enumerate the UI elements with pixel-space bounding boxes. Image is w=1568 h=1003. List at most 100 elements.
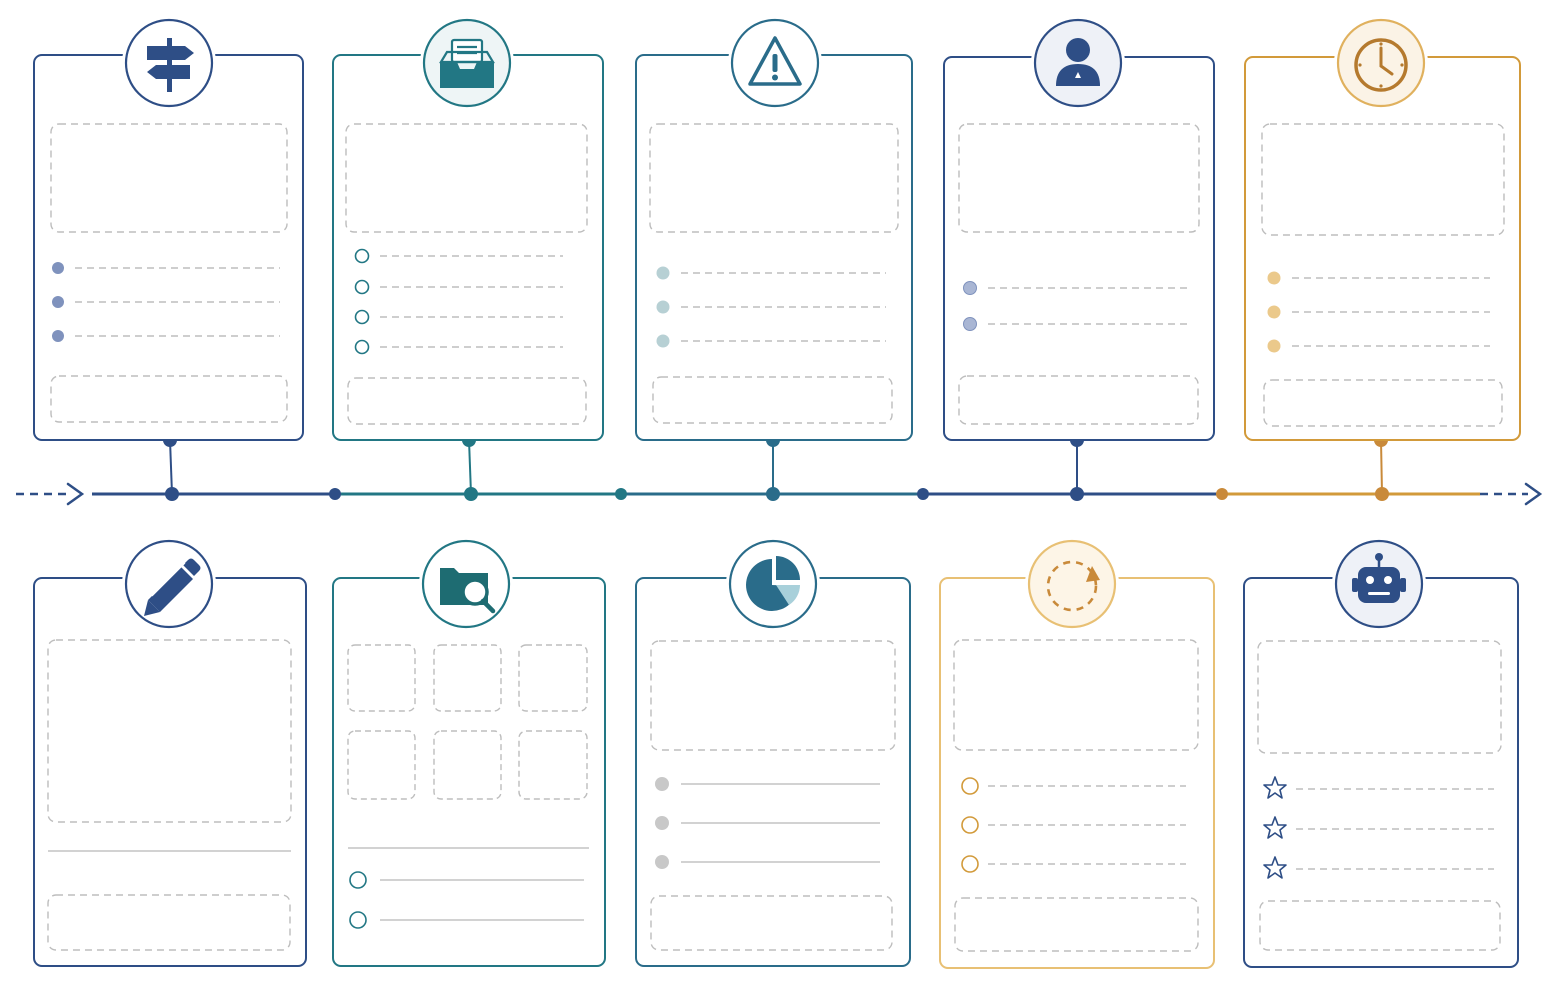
bullet-dot	[963, 317, 977, 331]
bullet-dot	[1267, 271, 1281, 285]
bullet-dot	[655, 855, 669, 869]
timeline-axis	[16, 482, 1543, 506]
bullet-dot	[656, 300, 670, 314]
timeline-start-arrow-icon	[66, 482, 85, 506]
placeholder-footer	[954, 897, 1199, 952]
bullet-circle	[961, 816, 979, 834]
placeholder-tile	[347, 730, 416, 800]
card-frame	[332, 577, 606, 967]
card-frame	[635, 577, 911, 967]
placeholder-box	[345, 123, 588, 233]
placeholder-footer	[347, 377, 587, 425]
placeholder-footer	[47, 894, 291, 951]
card-connectors	[163, 433, 1388, 495]
bullet-circle	[349, 911, 367, 929]
card-robot	[1243, 537, 1519, 968]
timeline-joint	[917, 488, 929, 500]
placeholder-box	[1261, 123, 1505, 236]
placeholder-tile	[518, 730, 588, 800]
card-pencil	[33, 537, 307, 967]
refresh-cycle-icon	[1046, 560, 1100, 612]
user-icon	[1056, 38, 1100, 86]
card-frame	[1244, 56, 1521, 441]
bullet-list	[656, 266, 886, 348]
placeholder-footer	[652, 376, 893, 424]
folder-search-icon	[440, 568, 496, 614]
connector	[169, 439, 173, 495]
placeholder-box	[953, 639, 1199, 751]
thumbnail-grid	[347, 644, 588, 800]
placeholder-tile	[433, 644, 502, 712]
placeholder-tile	[347, 644, 416, 712]
placeholder-footer	[1263, 379, 1503, 427]
card-frame	[943, 56, 1215, 441]
robot-icon	[1352, 553, 1406, 603]
card-cycle	[939, 537, 1215, 969]
placeholder-box	[50, 123, 288, 233]
placeholder-box	[650, 640, 896, 751]
bullet-list	[349, 871, 584, 929]
icon-ring	[1033, 18, 1123, 108]
card-folder	[332, 537, 606, 967]
bullet-circle	[354, 279, 370, 295]
bullet-list	[1263, 776, 1494, 879]
timeline-end-arrow-icon	[1524, 482, 1543, 506]
placeholder-box	[47, 639, 292, 823]
bullet-circle	[349, 871, 367, 889]
bullet-circle	[961, 855, 979, 873]
bullet-dot	[52, 296, 64, 308]
card-pie	[635, 537, 911, 967]
placeholder-footer	[50, 375, 288, 423]
card-warning	[635, 16, 913, 441]
placeholder-footer	[650, 895, 893, 951]
card-user	[943, 16, 1215, 441]
icon-ring	[728, 539, 818, 629]
bullet-dot	[52, 262, 64, 274]
card-frame	[33, 577, 307, 967]
card-archive	[332, 16, 604, 441]
pie-chart-icon	[746, 556, 800, 611]
placeholder-footer	[958, 375, 1199, 425]
card-frame	[33, 54, 304, 441]
placeholder-footer	[1259, 900, 1501, 951]
star-icon	[1263, 856, 1287, 879]
bullet-list	[963, 281, 1192, 331]
bullet-list	[1267, 271, 1490, 353]
card-frame	[635, 54, 913, 441]
placeholder-box	[958, 123, 1200, 233]
bullet-dot	[655, 816, 669, 830]
placeholder-tile	[433, 730, 502, 800]
bullet-list	[52, 262, 280, 342]
bullet-dot	[656, 334, 670, 348]
pencil-icon	[144, 558, 201, 616]
timeline-joint	[329, 488, 341, 500]
placeholder-box	[649, 123, 899, 233]
card-frame	[332, 54, 604, 441]
placeholder-tile	[518, 644, 588, 712]
bullet-circle	[354, 309, 370, 325]
star-icon	[1263, 816, 1287, 839]
bullet-circle	[961, 777, 979, 795]
bullet-dot	[1267, 339, 1281, 353]
bullet-dot	[656, 266, 670, 280]
bullet-dot	[52, 330, 64, 342]
card-frame	[939, 577, 1215, 969]
card-frame	[1243, 577, 1519, 968]
clock-icon	[1354, 38, 1408, 92]
bullet-list	[961, 777, 1186, 873]
card-signpost	[33, 16, 304, 441]
inbox-tray-icon	[439, 38, 495, 88]
signpost-icon	[147, 38, 194, 92]
timeline-joint	[1216, 488, 1228, 500]
bullet-dot	[963, 281, 977, 295]
placeholder-box	[1257, 640, 1502, 754]
bullet-list	[354, 248, 563, 355]
bullet-dot	[1267, 305, 1281, 319]
bullet-list	[655, 777, 880, 869]
icon-ring	[1027, 539, 1117, 629]
warning-icon	[748, 36, 802, 86]
bullet-circle	[354, 339, 370, 355]
bullet-dot	[655, 777, 669, 791]
connector	[1380, 439, 1383, 495]
